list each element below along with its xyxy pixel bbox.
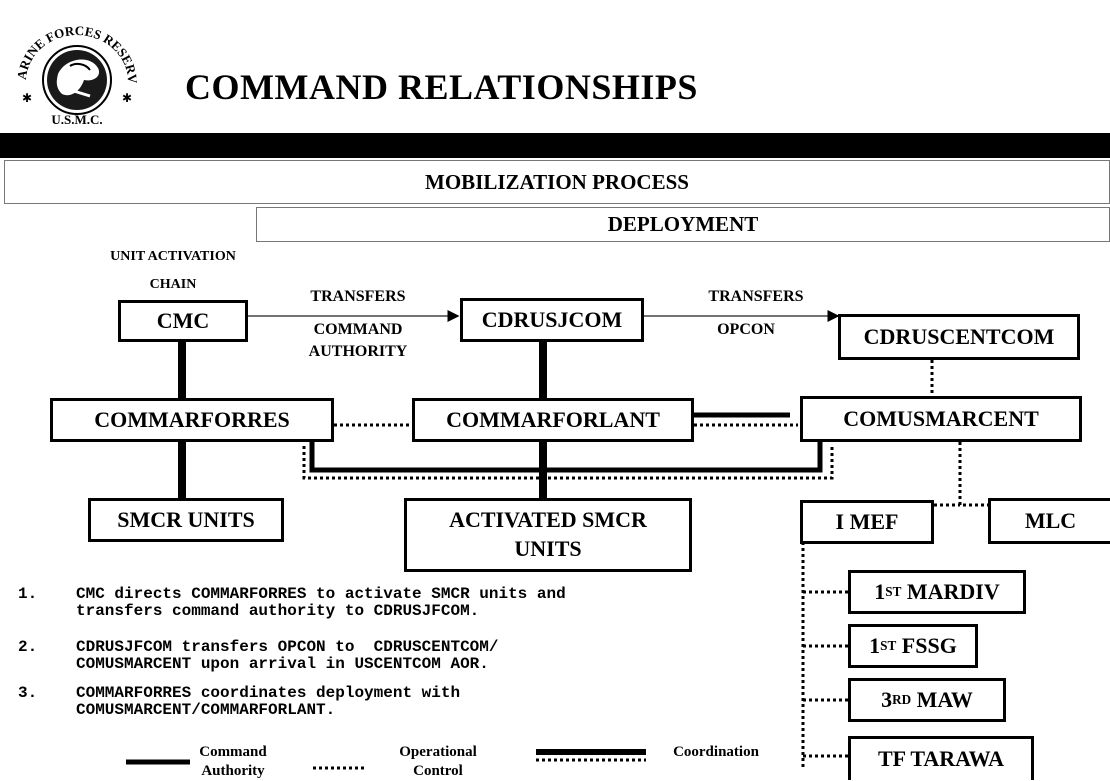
node-commarforres: COMMARFORRES <box>50 398 334 442</box>
node-cdrusjcom: CDRUSJCOM <box>460 298 644 342</box>
step-1: 1. CMC directs COMMARFORRES to activate … <box>18 585 566 620</box>
svg-text:✱: ✱ <box>122 91 132 105</box>
command-authority-label-1: COMMAND <box>313 321 403 338</box>
node-tf-tarawa: TF TARAWA <box>848 736 1034 780</box>
step-2: 2. CDRUSJFCOM transfers OPCON to CDRUSCE… <box>18 638 499 673</box>
node-commarforlant: COMMARFORLANT <box>412 398 694 442</box>
header-rule <box>0 133 1110 158</box>
legend-command-label: Command Authority <box>199 744 267 779</box>
opcon-bracket <box>302 446 834 480</box>
node-cdruscentcom: CDRUSCENTCOM <box>838 314 1080 360</box>
node-imef: I MEF <box>800 500 934 544</box>
page-title: COMMAND RELATIONSHIPS <box>185 67 698 107</box>
node-cmc: CMC <box>118 300 248 342</box>
svg-text:✱: ✱ <box>22 91 32 105</box>
activated-label-1: ACTIVATED SMCR <box>449 507 647 533</box>
seal-text-bottom: U.S.M.C. <box>51 112 102 126</box>
unit-activation-label-2: CHAIN <box>149 277 197 292</box>
node-mlc: MLC <box>988 498 1110 544</box>
command-authority-label-2: AUTHORITY <box>308 343 408 360</box>
unit-activation-label-1: UNIT ACTIVATION <box>110 249 236 264</box>
node-smcr-units: SMCR UNITS <box>88 498 284 542</box>
comusmarcent-to-mlc-line <box>958 442 988 507</box>
legend-coordination-label: Coordination <box>673 744 759 760</box>
marine-forces-reserve-seal: MARINE FORCES RESERVE U.S.M.C. ✱ ✱ <box>10 22 140 126</box>
node-activated-smcr-units: ACTIVATED SMCR UNITS <box>404 498 692 572</box>
opcon-label: OPCON <box>717 321 775 338</box>
step-3: 3. COMMARFORRES coordinates deployment w… <box>18 684 461 719</box>
transfers-label-1: TRANSFERS <box>310 288 406 305</box>
activated-label-2: UNITS <box>514 536 582 561</box>
node-comusmarcent: COMUSMARCENT <box>800 396 1082 442</box>
transfers-label-2: TRANSFERS <box>708 288 804 305</box>
deployment-banner: DEPLOYMENT <box>256 207 1110 242</box>
legend-operational-label: Operational Control <box>399 744 477 779</box>
coordination-bracket <box>309 442 823 473</box>
